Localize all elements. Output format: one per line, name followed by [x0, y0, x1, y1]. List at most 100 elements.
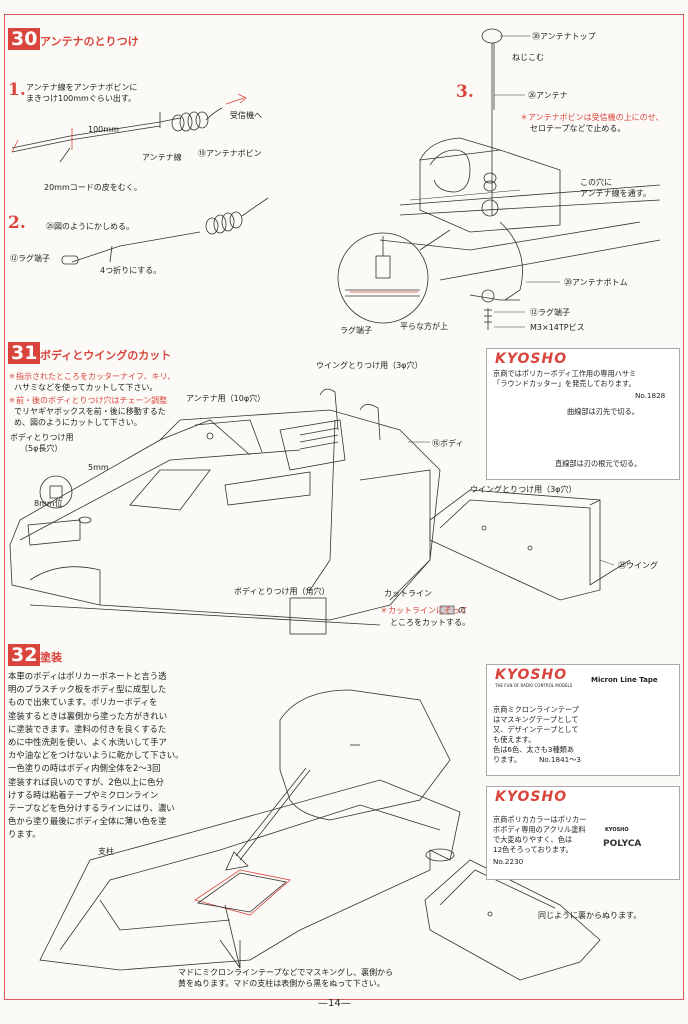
painting-instructions: 本車のボディはポリカーボネートと言う透明のプラスチック板をボディ型に成型したもの…: [8, 670, 192, 842]
ad-line-1: 京商ではポリカーボディ工作用の専用ハサミ: [493, 369, 637, 378]
section-title-30: アンテナのとりつけ: [40, 35, 139, 48]
step-1-text-1: アンテナ線をアンテナボビンに: [26, 83, 138, 92]
label-antenna-bottom: ⑳アンテナボトム: [564, 278, 628, 287]
label-strip: 20mmコードの皮をむく。: [44, 183, 142, 192]
ad-line-1: 京商ミクロンラインテープ: [493, 705, 579, 714]
label-antenna: ㉖アンテナ: [528, 91, 568, 100]
tape-box-title: Micron Line Tape: [591, 676, 658, 684]
paint-line: に塗装できます。塗料の付きを良くするた: [8, 723, 167, 734]
step-1-number: 1.: [8, 80, 26, 100]
ad-straight: 直線部は刃の根元で切る。: [555, 459, 642, 468]
label-fold: 4つ折りにする。: [100, 266, 162, 275]
note-bobbin-1: ＊アンテナボビンは受信機の上にのせ、: [520, 113, 664, 122]
paint-line: もので出来ています。ポリカーボディを: [8, 697, 158, 708]
label-antenna-top: ㉚アンテナトップ: [532, 32, 596, 41]
cut-swatch: [439, 605, 455, 615]
label-wing: ㉓ウイング: [618, 561, 658, 570]
ad-tagline: THE FUN OF RADIO CONTROL MODELS: [495, 683, 573, 688]
paint-line: けする時は粘着テープやミクロンライン: [8, 789, 159, 800]
jar-label: POLYCA: [603, 839, 642, 849]
cut-line-note-1: ＊カットラインにそって: [380, 606, 468, 615]
label-pillar: 支柱: [98, 847, 114, 856]
section-number-30: 30: [8, 28, 41, 50]
jar-logo: KYOSHO: [605, 827, 629, 833]
kyosho-logo: KYOSHO: [495, 667, 568, 683]
step1-antenna-illustration: [11, 93, 247, 163]
kyosho-ad-scissors: KYOSHO 京商ではポリカーボディ工作用の専用ハサミ 「ラウンドカッター」を発…: [486, 348, 680, 480]
label-wing-mount: ウイングとりつけ用（3φ穴）: [316, 361, 423, 370]
label-square-hole: ボディとりつけ用（角穴）: [234, 587, 330, 596]
label-lug-3: ⑫ラグ端子: [530, 308, 570, 317]
cut-note-1b: ハサミなどを使ってカットして下さい。: [14, 383, 158, 392]
label-wing-paint: 同じように裏からぬります。: [538, 911, 642, 920]
label-screw: M3×14TPビス: [530, 323, 585, 332]
ad-line-2: ボボディ専用のアクリル塗料: [493, 825, 586, 834]
cut-line-note-2: の: [458, 606, 466, 615]
paint-line: めに中性洗剤を使い、よく水洗いして手ア: [8, 737, 167, 748]
dim-100mm: 100mm: [88, 125, 119, 134]
step3-antenna-illustration: [337, 28, 661, 330]
label-dim-8: 8mm位: [34, 499, 63, 508]
tape-box-logo: KYOSHO: [603, 687, 637, 696]
paint-line: 一色塗りの時はボディ内側全体を2〜3回: [8, 763, 161, 774]
step-2-text: ㉕図のようにかしめる。: [46, 222, 134, 231]
ad-line-1: 京商ポリカカラーはポリカー: [493, 815, 587, 824]
step-2-number: 2.: [8, 213, 26, 233]
label-cutline: カットライン: [384, 589, 432, 598]
section-number-31: 31: [8, 342, 41, 364]
note-bobbin-2: セロテープなどで止める。: [530, 124, 626, 133]
ad-line-5: 色は6色、太さも3種類あ: [493, 745, 575, 754]
ad-line-2: 「ラウンドカッター」を発売しております。: [493, 379, 636, 388]
bottom-note-1: マドにミクロンラインテープなどでマスキングし、裏側から: [178, 968, 394, 977]
kyosho-ad-polyca: KYOSHO 京商ポリカカラーはポリカー ボボディ専用のアクリル塗料 で大変ぬり…: [486, 786, 680, 880]
ad-line-4: も使えます。: [493, 735, 536, 744]
label-lug-2: ⑫ラグ端子: [10, 254, 50, 263]
ad-line-2: はマスキングテープとして: [493, 715, 579, 724]
ad-number: No.2230: [493, 857, 524, 866]
label-screw-in: ねじこむ: [512, 53, 544, 62]
ad-line-6: ります。: [493, 755, 522, 764]
kyosho-ad-tape: KYOSHO THE FUN OF RADIO CONTROL MODELS 京…: [486, 664, 680, 776]
label-antenna-bobbin: ⑲アンテナボビン: [198, 149, 262, 158]
paint-line: 色から塗り最後にボディ全体に薄い色を塗: [8, 816, 167, 827]
ad-line-3: で大変ぬりやすく、色は: [493, 835, 573, 844]
ad-line-3: 又、デザインテープとして: [493, 725, 579, 734]
paint-line: カや油などをつけないように乾かして下さい。: [8, 750, 184, 761]
ad-curve: 曲線部は刃先で切る。: [567, 407, 639, 416]
label-flat-side: 平らな方が上: [400, 322, 448, 331]
cut-note-1a: ＊指示されたところをカッターナイフ、キリ、: [8, 372, 176, 381]
label-hole-2: アンテナ線を通す。: [580, 189, 651, 198]
label-hole-1: この穴に: [580, 178, 612, 187]
cut-note-2b: でリヤギヤボックスを前・後に移動するた: [14, 407, 166, 416]
wing-illustration: [429, 489, 631, 601]
cut-line-note-3: ところをカットする。: [390, 618, 470, 627]
label-antenna-hole: アンテナ用（10φ穴）: [186, 394, 266, 403]
step2-antenna-illustration: [61, 197, 269, 265]
paint-line: ります。: [8, 829, 41, 840]
section-number-32: 32: [8, 644, 41, 666]
paint-line: 塗装するときは裏側から塗った方がきれい: [8, 710, 168, 721]
label-mount-1: ボディとりつけ用: [10, 433, 74, 442]
label-body: ⑯ボディ: [432, 439, 464, 448]
bottom-note-2: 黄をぬります。マドの支柱は表側から黒をぬって下さい。: [178, 979, 385, 988]
painting-illustration: [39, 689, 601, 981]
label-antenna-wire: アンテナ線: [142, 153, 182, 162]
paint-line: テープなどを色分けするラインにはり、濃い: [8, 803, 175, 814]
label-dim-5: 5mm: [88, 463, 109, 472]
kyosho-logo: KYOSHO: [495, 351, 568, 367]
ad-number: No.1828: [635, 391, 666, 400]
ad-number: No.1841〜3: [539, 755, 581, 764]
paint-line: 明のプラスチック板をボディ型に成型した: [8, 684, 167, 695]
ad-line-4: 12色そろっております。: [493, 845, 573, 854]
page-frame: [4, 14, 684, 1000]
paint-line: 本車のボディはポリカーボネートと言う透: [8, 671, 167, 681]
kyosho-logo: KYOSHO: [495, 789, 568, 805]
section-title-31: ボディとウイングのカット: [40, 349, 172, 362]
label-lug-circle: ラグ端子: [340, 326, 372, 335]
step-3-number: 3.: [456, 82, 474, 102]
step-1-text-2: まきつけ100mmぐらい出す。: [26, 94, 137, 103]
label-wing-mount-2: ウイングとりつけ用（3φ穴）: [470, 485, 577, 494]
page-number: —14—: [318, 998, 351, 1009]
cut-note-2a: ＊前・後のボディとりつけ穴はチェーン調整: [8, 396, 168, 405]
body-illustration: [9, 388, 441, 635]
